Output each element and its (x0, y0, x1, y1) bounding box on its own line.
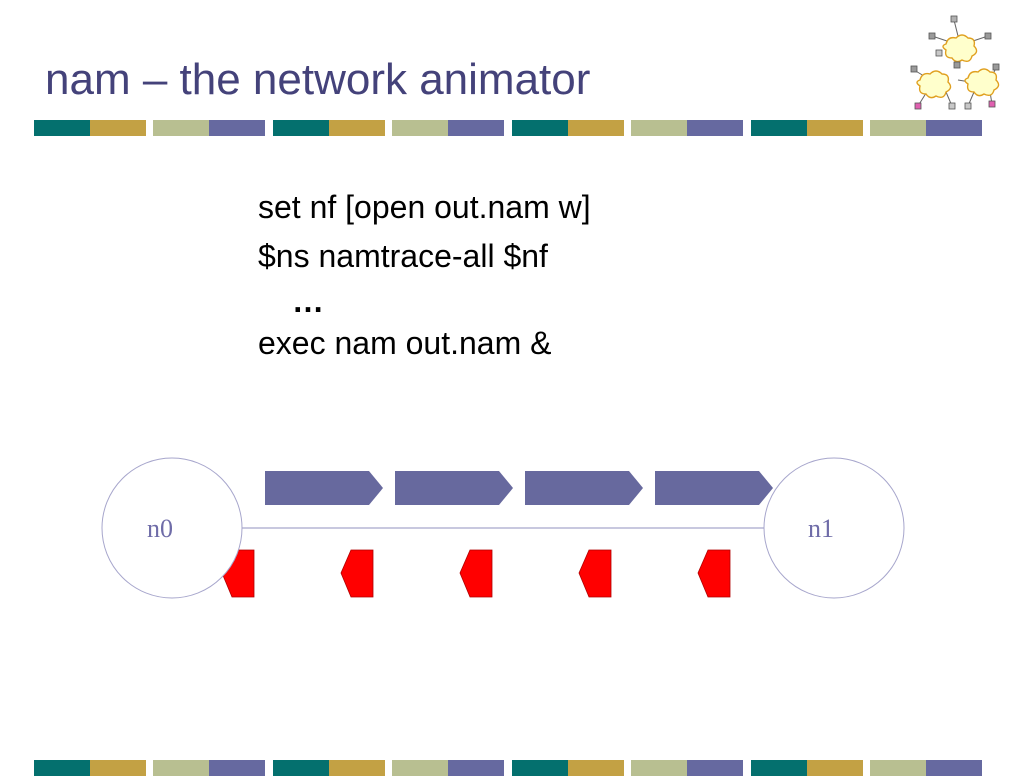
code-block: set nf [open out.nam w] $ns namtrace-all… (258, 184, 591, 369)
stripe-segment (392, 120, 448, 136)
stripe-segment (392, 760, 448, 776)
stripe-segment (329, 760, 385, 776)
ack-packet (697, 549, 731, 598)
code-line-namtrace: $ns namtrace-all $nf (258, 238, 548, 274)
stripe-segment (273, 760, 329, 776)
data-packet (395, 471, 513, 505)
stripe-segment (870, 760, 926, 776)
stripe-segment (273, 120, 329, 136)
stripe-segment (90, 760, 146, 776)
stripe-segment (512, 760, 568, 776)
bottom-color-stripe (34, 760, 982, 776)
stripe-segment (153, 120, 209, 136)
network-diagram: n0 n1 (101, 457, 905, 599)
stripe-segment (209, 760, 265, 776)
code-line-open-file: set nf [open out.nam w] (258, 189, 591, 225)
stripe-segment (448, 760, 504, 776)
stripe-segment (687, 120, 743, 136)
stripe-segment (926, 120, 982, 136)
stripe-segment (870, 120, 926, 136)
stripe-segment (512, 120, 568, 136)
stripe-segment (807, 760, 863, 776)
node-n0-label: n0 (147, 514, 173, 543)
stripe-segment (209, 120, 265, 136)
top-color-stripe (34, 120, 982, 136)
stripe-segment (568, 120, 624, 136)
data-packet (525, 471, 643, 505)
stripe-segment (153, 760, 209, 776)
code-line-exec-nam: exec nam out.nam & (258, 325, 552, 361)
network-logo-icon (910, 15, 1000, 110)
packet-group (221, 471, 773, 598)
ack-packet (340, 549, 374, 598)
node-n1-label: n1 (808, 514, 834, 543)
stripe-segment (568, 760, 624, 776)
stripe-segment (751, 120, 807, 136)
slide-title: nam – the network animator (45, 55, 591, 104)
stripe-segment (631, 760, 687, 776)
stripe-segment (448, 120, 504, 136)
stripe-segment (329, 120, 385, 136)
stripe-segment (807, 120, 863, 136)
stripe-segment (687, 760, 743, 776)
stripe-segment (90, 120, 146, 136)
stripe-segment (34, 120, 90, 136)
data-packet (265, 471, 383, 505)
stripe-segment (926, 760, 982, 776)
ack-packet (578, 549, 612, 598)
ack-packet (459, 549, 493, 598)
node-n0 (101, 457, 243, 599)
node-n1 (763, 457, 905, 599)
data-packet (655, 471, 773, 505)
stripe-segment (34, 760, 90, 776)
stripe-segment (631, 120, 687, 136)
stripe-segment (751, 760, 807, 776)
code-line-ellipsis: … (292, 283, 324, 319)
